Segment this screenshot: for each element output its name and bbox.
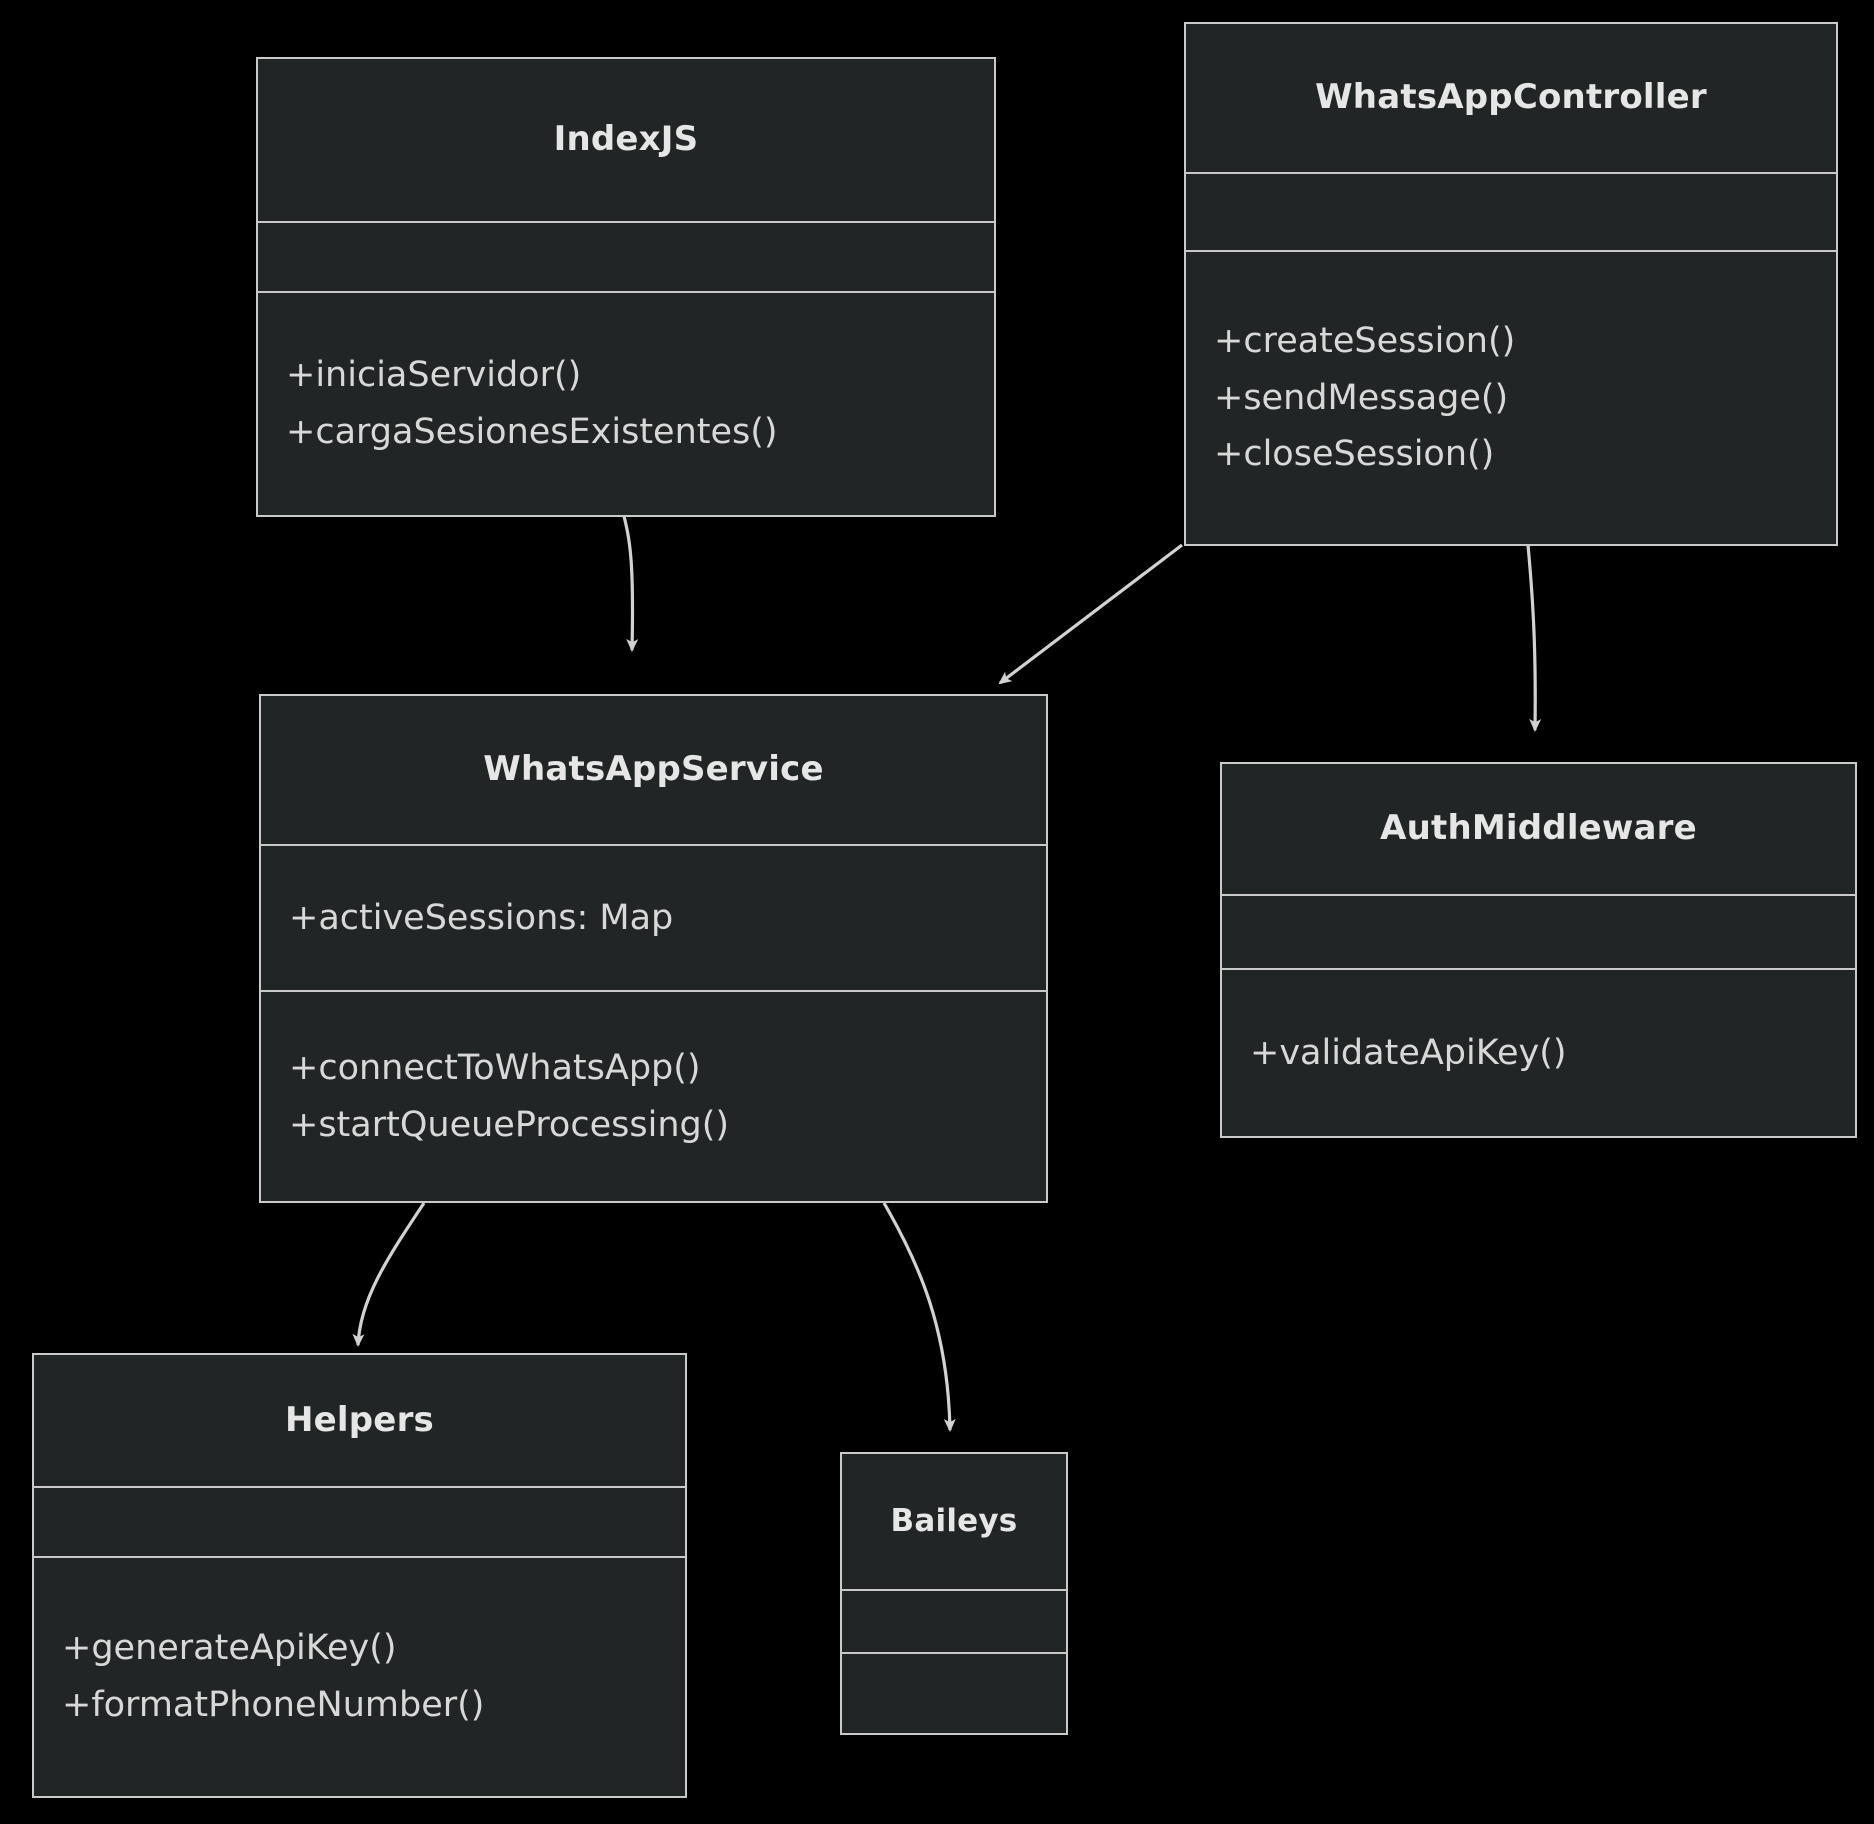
class-box-indexjs[interactable]: IndexJS +iniciaServidor() +cargaSesiones… — [256, 57, 996, 517]
class-methods-compartment: +generateApiKey() +formatPhoneNumber() — [34, 1558, 685, 1796]
edge-whatsappservice-to-helpers — [352, 1202, 426, 1347]
class-attributes-compartment — [34, 1488, 685, 1558]
class-box-baileys[interactable]: Baileys — [840, 1452, 1068, 1735]
class-methods-compartment: +createSession() +sendMessage() +closeSe… — [1186, 252, 1836, 544]
class-box-whatsappcontroller[interactable]: WhatsAppController +createSession() +sen… — [1184, 22, 1838, 546]
class-attributes-compartment: +activeSessions: Map — [261, 846, 1046, 992]
edge-whatsappcontroller-to-authmiddleware — [1526, 544, 1542, 732]
class-methods-compartment — [842, 1654, 1066, 1733]
edge-whatsappservice-to-baileys — [882, 1202, 956, 1432]
class-attributes-compartment — [842, 1591, 1066, 1654]
method-item: +cargaSesionesExistentes() — [286, 412, 778, 452]
class-title-compartment: IndexJS — [258, 59, 994, 223]
class-methods-compartment: +iniciaServidor() +cargaSesionesExistent… — [258, 293, 994, 515]
method-item: +formatPhoneNumber() — [62, 1685, 485, 1725]
method-item: +closeSession() — [1214, 434, 1495, 475]
class-methods-compartment: +validateApiKey() — [1222, 970, 1855, 1136]
method-item: +validateApiKey() — [1250, 1032, 1567, 1073]
class-name-indexjs: IndexJS — [553, 119, 699, 160]
class-name-helpers: Helpers — [285, 1399, 434, 1440]
method-item: +connectToWhatsApp() — [289, 1047, 701, 1088]
class-attributes-compartment — [1186, 174, 1836, 252]
class-attributes-compartment — [258, 223, 994, 293]
class-name-baileys: Baileys — [890, 1502, 1018, 1539]
class-methods-compartment: +connectToWhatsApp() +startQueueProcessi… — [261, 992, 1046, 1201]
class-title-compartment: Baileys — [842, 1454, 1066, 1591]
method-item: +createSession() — [1214, 320, 1516, 361]
method-item: +sendMessage() — [1214, 377, 1509, 418]
class-box-helpers[interactable]: Helpers +generateApiKey() +formatPhoneNu… — [32, 1353, 687, 1798]
class-name-whatsappservice: WhatsAppService — [483, 749, 824, 790]
edge-indexjs-to-whatsappservice — [621, 511, 639, 652]
class-name-whatsappcontroller: WhatsAppController — [1315, 77, 1707, 118]
class-title-compartment: Helpers — [34, 1355, 685, 1488]
edge-whatsappcontroller-to-whatsappservice — [998, 543, 1183, 685]
class-box-whatsappservice[interactable]: WhatsAppService +activeSessions: Map +co… — [259, 694, 1048, 1203]
class-title-compartment: WhatsAppService — [261, 696, 1046, 846]
method-item: +iniciaServidor() — [286, 355, 582, 396]
class-title-compartment: WhatsAppController — [1186, 24, 1836, 174]
attribute-item: +activeSessions: Map — [289, 897, 674, 938]
class-attributes-compartment — [1222, 896, 1855, 970]
class-name-authmiddleware: AuthMiddleware — [1380, 808, 1697, 849]
class-box-authmiddleware[interactable]: AuthMiddleware +validateApiKey() — [1220, 762, 1857, 1138]
class-title-compartment: AuthMiddleware — [1222, 764, 1855, 896]
method-item: +startQueueProcessing() — [289, 1104, 730, 1145]
method-item: +generateApiKey() — [62, 1628, 397, 1669]
